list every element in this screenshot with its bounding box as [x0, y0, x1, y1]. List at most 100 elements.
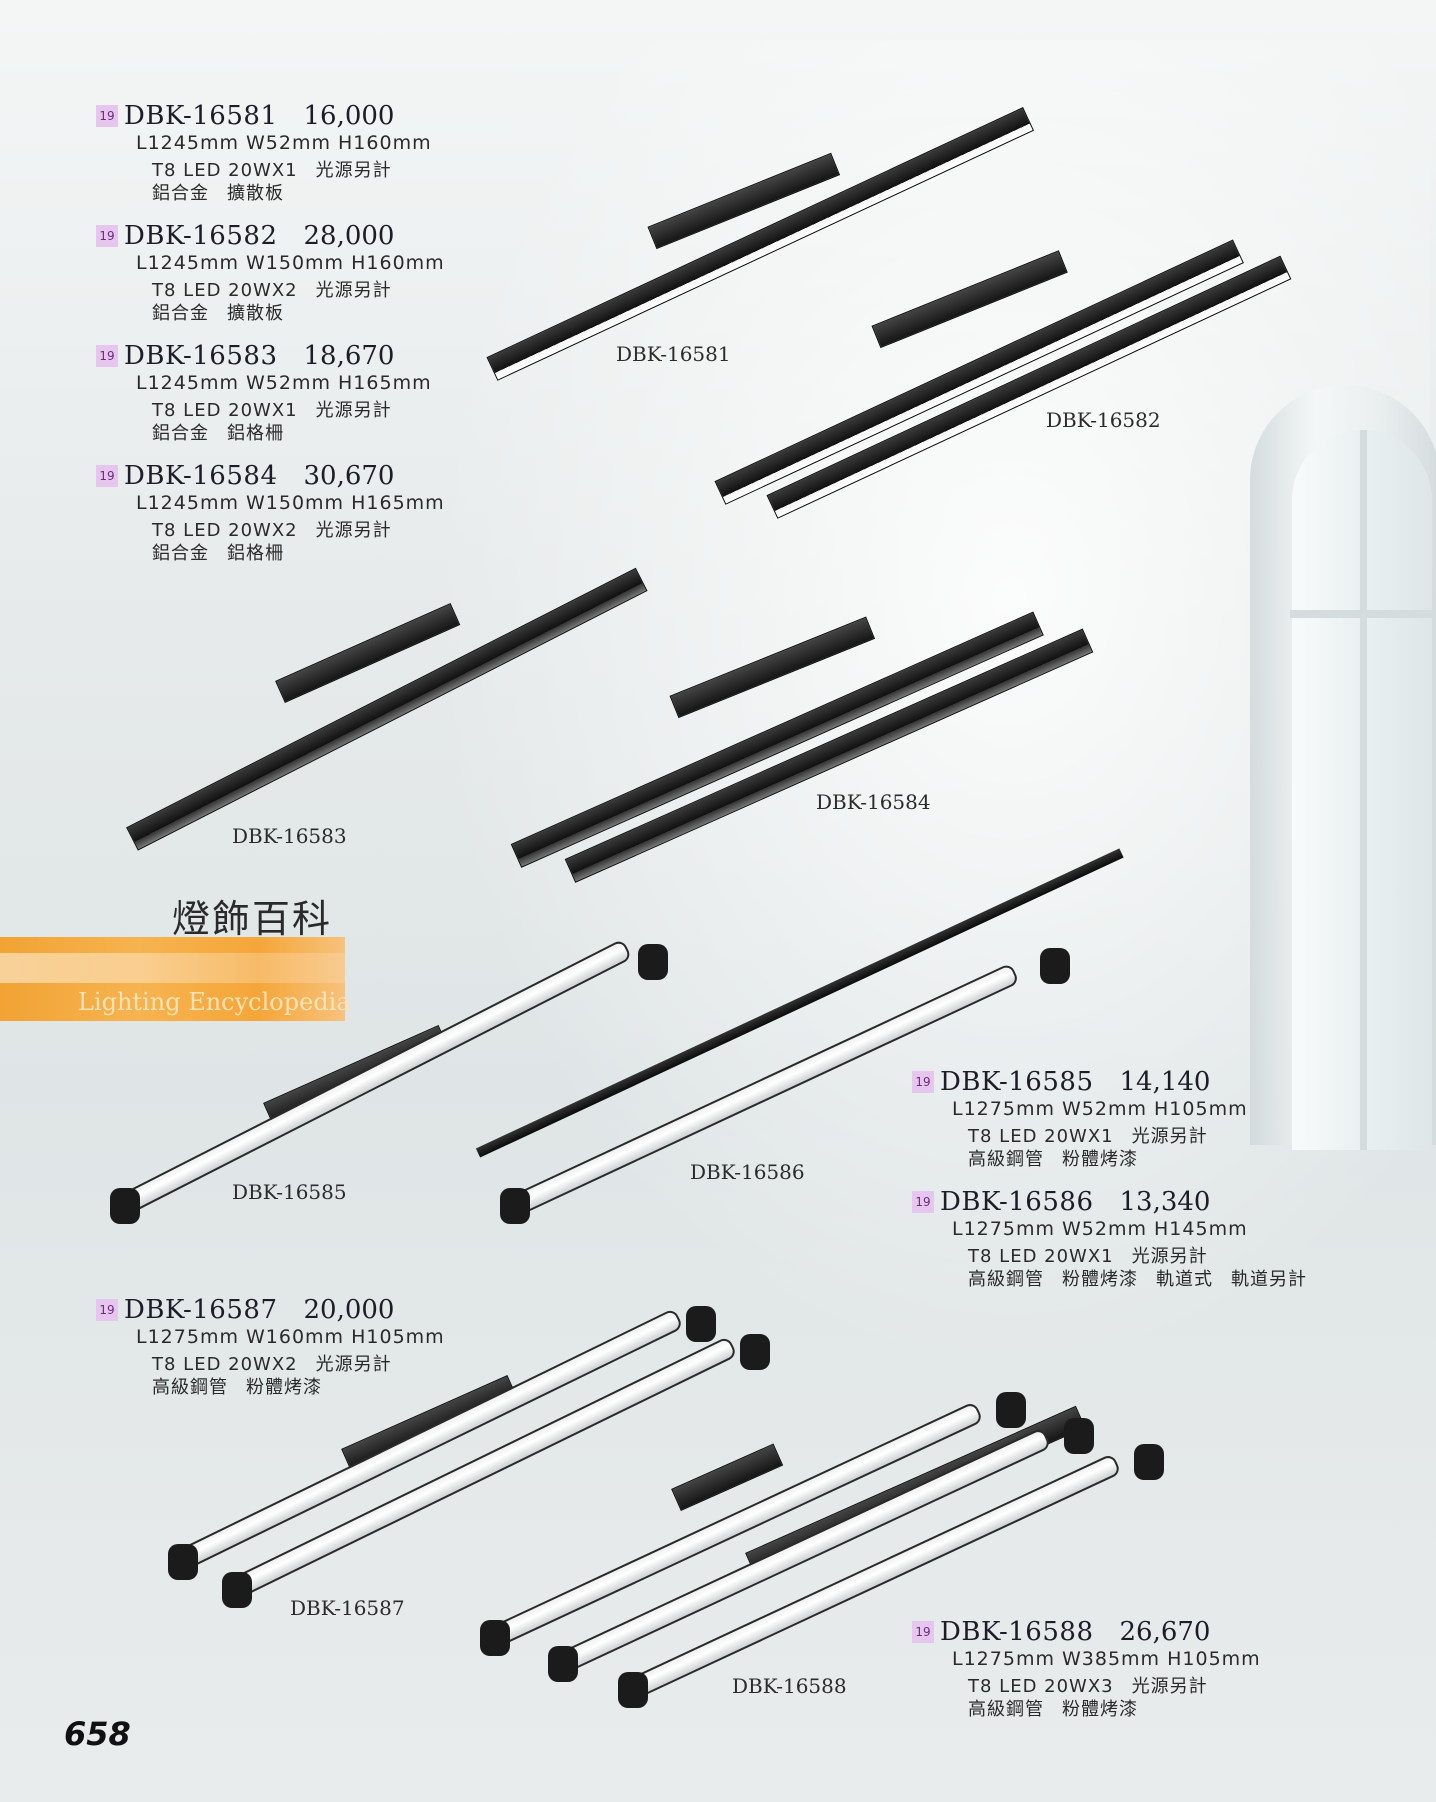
- lamp-holder: [996, 1392, 1026, 1428]
- dimensions: L1275mm W160mm H105mm: [136, 1326, 445, 1348]
- light-source: T8 LED 20WX1 光源另計: [968, 1122, 1248, 1147]
- lamp-spec: T8 LED 20WX1: [152, 400, 298, 421]
- light-source: T8 LED 20WX2 光源另計: [152, 276, 445, 301]
- brand-band-highlight: [0, 953, 345, 983]
- model-number: DBK-16585: [940, 1067, 1094, 1097]
- lamp-holder: [500, 1188, 530, 1224]
- material-item: 鋁格柵: [227, 423, 284, 444]
- lamp-note: 光源另計: [315, 520, 392, 541]
- fixture-caption: DBK-16582: [1046, 408, 1161, 432]
- lamp-holder: [740, 1334, 770, 1370]
- material-item: 擴散板: [227, 183, 284, 204]
- model-number: DBK-16583: [124, 341, 278, 371]
- material-item: 粉體烤漆: [1062, 1149, 1138, 1170]
- lamp-holder: [168, 1544, 198, 1580]
- lamp-spec: T8 LED 20WX1: [152, 160, 298, 181]
- material-item: 高級鋼管: [968, 1269, 1044, 1290]
- lamp-holder: [686, 1306, 716, 1342]
- lamp-holder: [548, 1646, 578, 1682]
- category-badge: 19: [96, 105, 118, 127]
- dimensions: L1275mm W52mm H145mm: [952, 1218, 1248, 1240]
- category-badge: 19: [912, 1071, 934, 1093]
- material: 高級鋼管粉體烤漆: [968, 1695, 1261, 1720]
- material: 高級鋼管粉體烤漆軌道式軌道另計: [968, 1265, 1325, 1290]
- lamp-spec: T8 LED 20WX2: [152, 280, 298, 301]
- material-item: 鋁合金: [152, 423, 209, 444]
- price: 14,140: [1119, 1067, 1211, 1097]
- lamp-holder: [1134, 1444, 1164, 1480]
- material-item: 高級鋼管: [968, 1699, 1044, 1720]
- category-badge: 19: [912, 1621, 934, 1643]
- spec-dbk-16583: 19 DBK-16583 18,670 L1245mm W52mm H165mm…: [96, 340, 432, 444]
- lamp-note: 光源另計: [315, 160, 392, 181]
- price: 28,000: [303, 221, 395, 251]
- fixture-caption: DBK-16584: [816, 790, 931, 814]
- lamp-holder: [1064, 1418, 1094, 1454]
- window-mullion: [1360, 430, 1367, 1150]
- fixture-caption: DBK-16587: [290, 1596, 405, 1620]
- lamp-holder: [618, 1672, 648, 1708]
- lamp-holder: [480, 1620, 510, 1656]
- material: 鋁合金鋁格柵: [152, 539, 445, 564]
- lamp-note: 光源另計: [315, 280, 392, 301]
- material-item: 粉體烤漆: [246, 1377, 322, 1398]
- dimensions: L1275mm W385mm H105mm: [952, 1648, 1261, 1670]
- material: 鋁合金擴散板: [152, 299, 445, 324]
- lamp-note: 光源另計: [315, 400, 392, 421]
- model-number: DBK-16582: [124, 221, 278, 251]
- spec-dbk-16582: 19 DBK-16582 28,000 L1245mm W150mm H160m…: [96, 220, 445, 324]
- light-source: T8 LED 20WX3 光源另計: [968, 1672, 1261, 1697]
- price: 30,670: [303, 461, 395, 491]
- spec-dbk-16584: 19 DBK-16584 30,670 L1245mm W150mm H165m…: [96, 460, 445, 564]
- dimensions: L1245mm W52mm H160mm: [136, 132, 432, 154]
- fixture-caption: DBK-16588: [732, 1674, 847, 1698]
- lamp-note: 光源另計: [1131, 1676, 1208, 1697]
- material: 高級鋼管粉體烤漆: [968, 1145, 1248, 1170]
- material-item: 粉體烤漆: [1062, 1269, 1138, 1290]
- fixture-caption: DBK-16583: [232, 824, 347, 848]
- material-item: 高級鋼管: [152, 1377, 228, 1398]
- light-source: T8 LED 20WX1 光源另計: [152, 396, 432, 421]
- spec-dbk-16586: 19 DBK-16586 13,340 L1275mm W52mm H145mm…: [912, 1186, 1325, 1290]
- brand-title: 燈飾百科: [172, 897, 333, 941]
- dimensions: L1245mm W150mm H160mm: [136, 252, 445, 274]
- material: 高級鋼管粉體烤漆: [152, 1373, 445, 1398]
- dimensions: L1245mm W150mm H165mm: [136, 492, 445, 514]
- material-item: 擴散板: [227, 303, 284, 324]
- dimensions: L1275mm W52mm H105mm: [952, 1098, 1248, 1120]
- light-source: T8 LED 20WX2 光源另計: [152, 1350, 445, 1375]
- lamp-note: 光源另計: [1131, 1126, 1208, 1147]
- category-badge: 19: [96, 225, 118, 247]
- lamp-holder: [1040, 948, 1070, 984]
- light-source: T8 LED 20WX1 光源另計: [152, 156, 432, 181]
- material-item: 高級鋼管: [968, 1149, 1044, 1170]
- category-badge: 19: [96, 465, 118, 487]
- lamp-spec: T8 LED 20WX1: [968, 1246, 1114, 1267]
- price: 18,670: [303, 341, 395, 371]
- lamp-spec: T8 LED 20WX3: [968, 1676, 1114, 1697]
- model-number: DBK-16588: [940, 1617, 1094, 1647]
- price: 16,000: [303, 101, 395, 131]
- category-badge: 19: [96, 1299, 118, 1321]
- material-item: 軌道另計: [1231, 1269, 1307, 1290]
- dimensions: L1245mm W52mm H165mm: [136, 372, 432, 394]
- lamp-spec: T8 LED 20WX2: [152, 1354, 298, 1375]
- model-number: DBK-16586: [940, 1187, 1094, 1217]
- category-badge: 19: [912, 1191, 934, 1213]
- fixture-caption: DBK-16586: [690, 1160, 805, 1184]
- model-number: DBK-16584: [124, 461, 278, 491]
- lamp-holder: [110, 1188, 140, 1224]
- lamp-note: 光源另計: [315, 1354, 392, 1375]
- material: 鋁合金擴散板: [152, 179, 432, 204]
- lamp-holder: [638, 944, 668, 980]
- material-item: 鋁格柵: [227, 543, 284, 564]
- lamp-note: 光源另計: [1131, 1246, 1208, 1267]
- category-badge: 19: [96, 345, 118, 367]
- spec-dbk-16581: 19 DBK-16581 16,000 L1245mm W52mm H160mm…: [96, 100, 432, 204]
- material-item: 鋁合金: [152, 183, 209, 204]
- lamp-spec: T8 LED 20WX1: [968, 1126, 1114, 1147]
- model-number: DBK-16581: [124, 101, 278, 131]
- price: 26,670: [1119, 1617, 1211, 1647]
- model-number: DBK-16587: [124, 1295, 278, 1325]
